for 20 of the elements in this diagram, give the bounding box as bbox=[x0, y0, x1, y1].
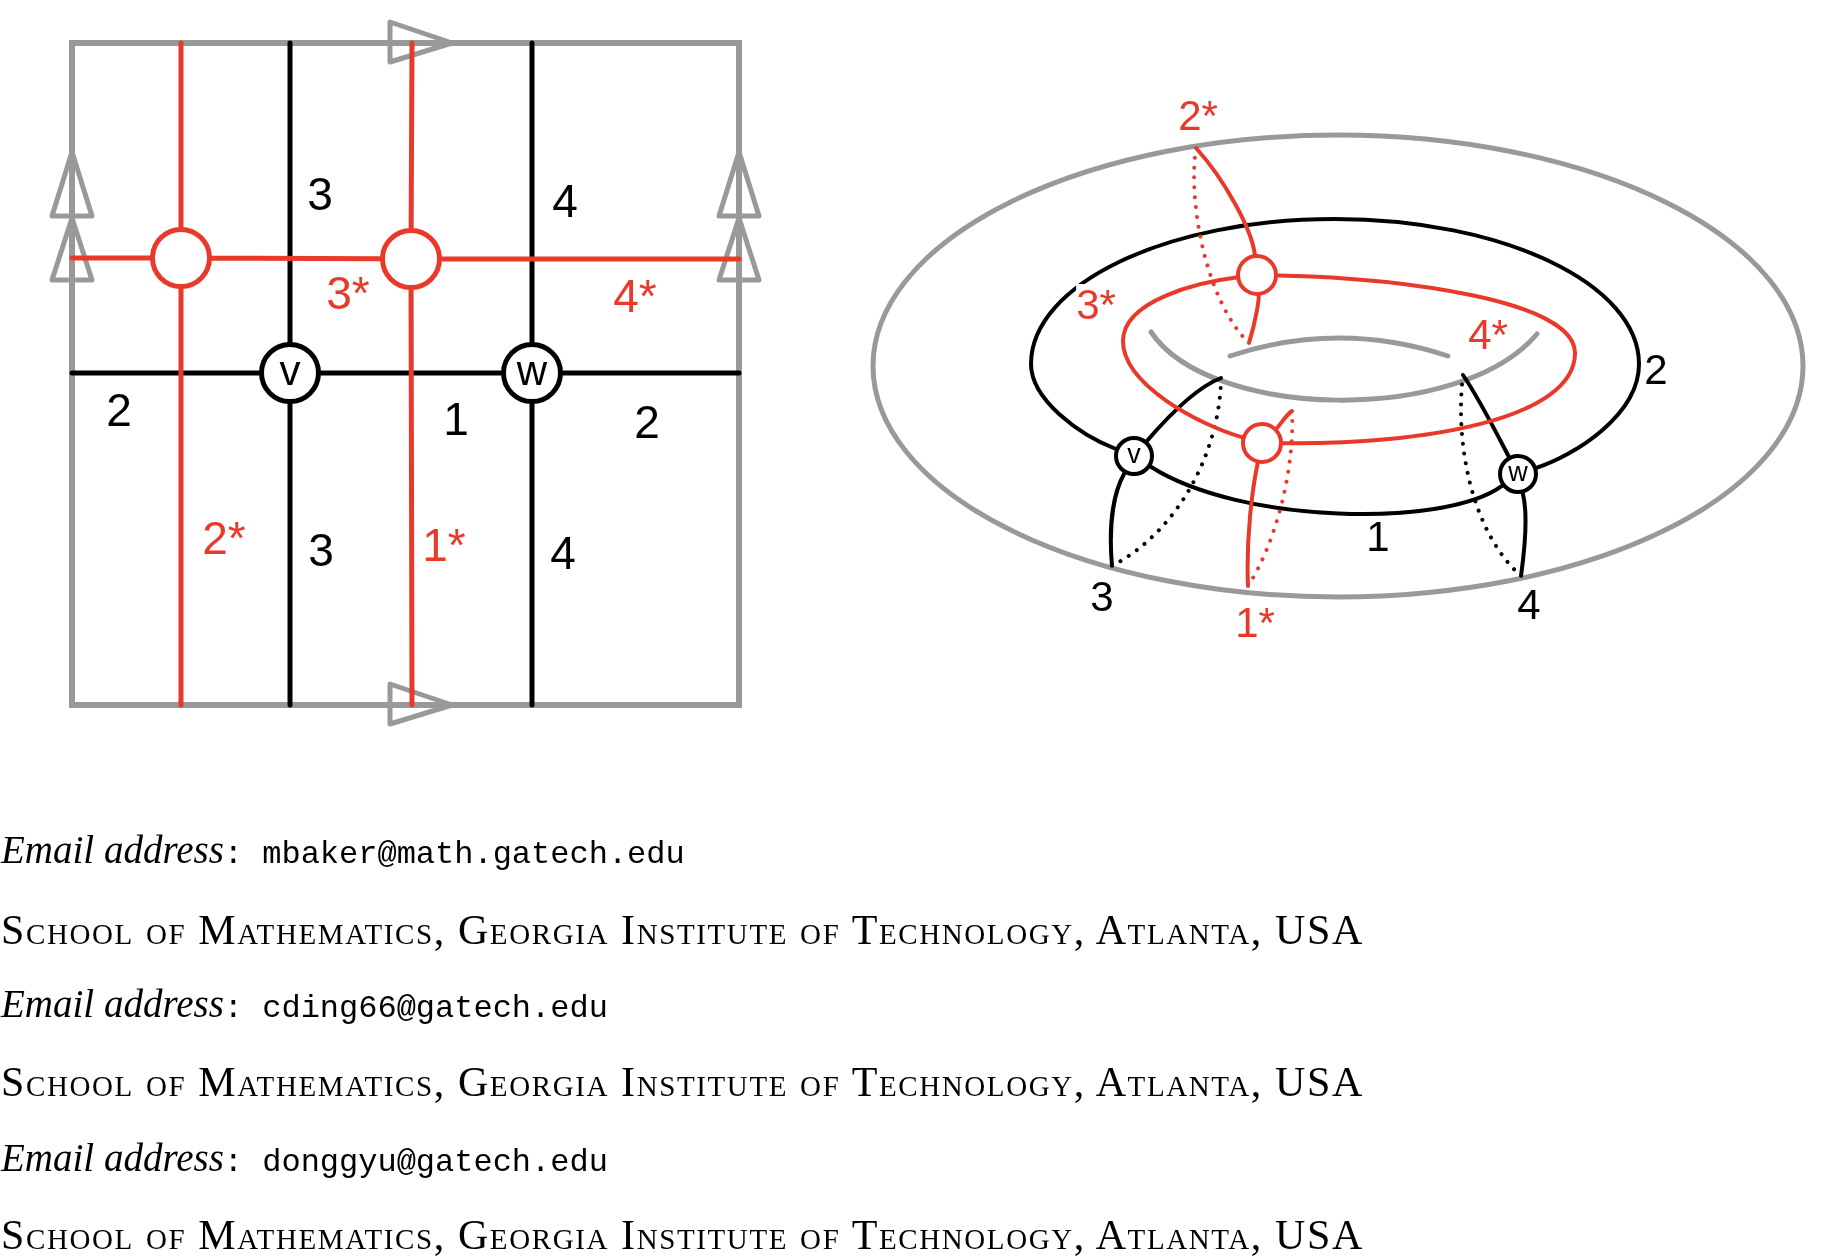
email-address-line: Email address: mbaker@math.gatech.edu bbox=[1, 829, 685, 873]
edge-line bbox=[1108, 376, 1223, 568]
empty-circle bbox=[1236, 254, 1278, 296]
vertex-circle: w bbox=[501, 342, 563, 404]
empty-circle bbox=[1241, 422, 1283, 464]
email-address-line: Email address: cding66@gatech.edu bbox=[1, 983, 608, 1027]
edge-line bbox=[1245, 409, 1295, 588]
edge-line bbox=[1029, 217, 1641, 470]
affiliation-text: School of Mathematics, Georgia Institute of Technology, Atlanta, USA bbox=[1, 1058, 1364, 1106]
edge-line bbox=[1459, 373, 1528, 578]
email-address-line: Email address: donggyu@gatech.edu bbox=[1, 1137, 608, 1181]
edge-line bbox=[1148, 464, 1504, 516]
edge-line bbox=[1192, 146, 1261, 345]
vertex-circle: w bbox=[1498, 454, 1538, 494]
affiliation-text: School of Mathematics, Georgia Institute of Technology, Atlanta, USA bbox=[1, 906, 1364, 954]
edge-line bbox=[1121, 275, 1244, 440]
edge-line bbox=[1276, 273, 1577, 446]
vertex-circle: v bbox=[259, 342, 321, 404]
affiliation-text: School of Mathematics, Georgia Institute of Technology, Atlanta, USA bbox=[1, 1211, 1364, 1258]
vertex-circle: v bbox=[1114, 436, 1154, 476]
